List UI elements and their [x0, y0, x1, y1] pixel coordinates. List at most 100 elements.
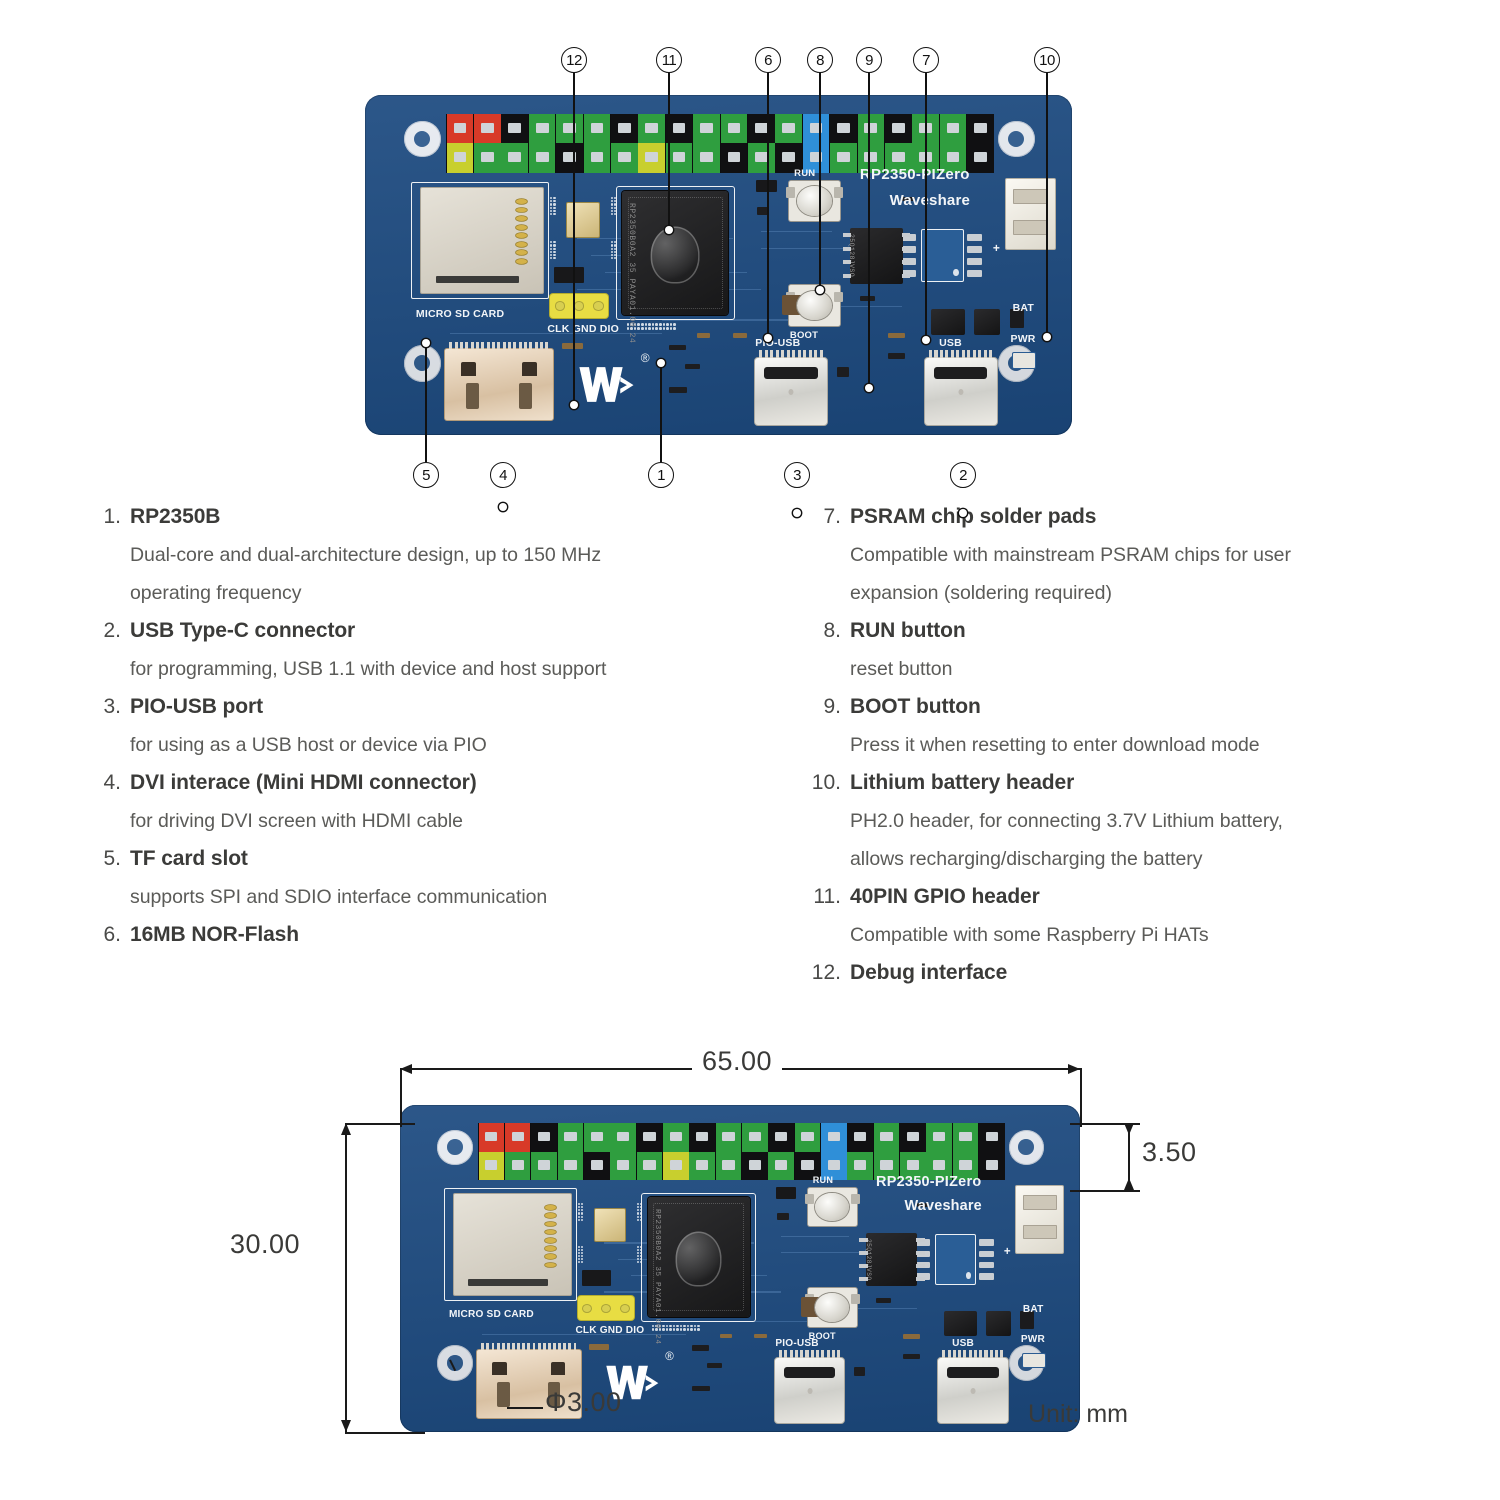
gpio-pin-top[interactable]: [747, 113, 775, 144]
gpio-pin-top[interactable]: [611, 113, 638, 144]
debug-pad[interactable]: [582, 1303, 593, 1313]
gpio-pin-top[interactable]: [900, 1122, 926, 1152]
gpio-pin-top[interactable]: [857, 113, 885, 144]
gpio-pin-bottom[interactable]: [583, 143, 611, 174]
gpio-pin-top[interactable]: [665, 113, 693, 144]
gpio-pin-column[interactable]: [504, 1122, 531, 1181]
gpio-pin-column[interactable]: [478, 1122, 505, 1181]
gpio-pin-bottom[interactable]: [794, 1151, 821, 1181]
lithium-battery-header[interactable]: [1004, 178, 1056, 250]
tf-card-slot[interactable]: [420, 186, 544, 294]
gpio-pin-bottom[interactable]: [531, 1151, 557, 1181]
gpio-pin-column[interactable]: [583, 113, 611, 174]
pio-usb-typec-connector[interactable]: [774, 1349, 846, 1424]
gpio-pin-column[interactable]: [446, 113, 474, 174]
gpio-pin-column[interactable]: [952, 1122, 979, 1181]
gpio-pin-column[interactable]: [557, 1122, 584, 1181]
gpio-pin-column[interactable]: [747, 113, 775, 174]
pio-usb-typec-connector[interactable]: [753, 349, 829, 427]
gpio-pin-column[interactable]: [638, 113, 666, 174]
gpio-pin-column[interactable]: [847, 1122, 873, 1181]
gpio-pin-top[interactable]: [478, 1122, 505, 1152]
tf-card-slot[interactable]: [453, 1193, 573, 1297]
gpio-pin-top[interactable]: [768, 1122, 794, 1152]
psram-solder-pads[interactable]: [935, 1234, 976, 1285]
debug-interface-pads[interactable]: [550, 293, 609, 319]
gpio-pin-top[interactable]: [884, 113, 912, 144]
gpio-pin-top[interactable]: [873, 1122, 900, 1152]
gpio-pin-top[interactable]: [501, 113, 529, 144]
gpio-pin-bottom[interactable]: [775, 143, 802, 174]
gpio-pin-top[interactable]: [638, 113, 666, 144]
gpio-pin-column[interactable]: [610, 1122, 636, 1181]
gpio-pin-bottom[interactable]: [528, 143, 556, 174]
run-button[interactable]: [815, 1192, 850, 1222]
gpio-pin-column[interactable]: [926, 1122, 952, 1181]
gpio-pin-bottom[interactable]: [662, 1151, 689, 1181]
gpio-pin-bottom[interactable]: [847, 1151, 873, 1181]
gpio-header-40pin[interactable]: [446, 113, 995, 174]
debug-pad[interactable]: [593, 301, 604, 311]
gpio-pin-bottom[interactable]: [952, 1151, 979, 1181]
gpio-pin-column[interactable]: [939, 113, 967, 174]
gpio-pin-column[interactable]: [715, 1122, 742, 1181]
gpio-pin-column[interactable]: [720, 113, 748, 174]
gpio-pin-bottom[interactable]: [610, 1151, 636, 1181]
gpio-pin-column[interactable]: [794, 1122, 821, 1181]
gpio-pin-column[interactable]: [768, 1122, 794, 1181]
gpio-pin-bottom[interactable]: [611, 143, 638, 174]
gpio-pin-bottom[interactable]: [857, 143, 885, 174]
gpio-pin-bottom[interactable]: [689, 1151, 715, 1181]
gpio-pin-column[interactable]: [474, 113, 501, 174]
gpio-pin-top[interactable]: [662, 1122, 689, 1152]
gpio-pin-bottom[interactable]: [884, 143, 912, 174]
gpio-pin-top[interactable]: [720, 113, 748, 144]
gpio-pin-column[interactable]: [775, 113, 802, 174]
gpio-pin-column[interactable]: [583, 1122, 610, 1181]
debug-pad[interactable]: [601, 1303, 612, 1313]
gpio-pin-bottom[interactable]: [583, 1151, 610, 1181]
gpio-pin-bottom[interactable]: [446, 143, 474, 174]
gpio-pin-bottom[interactable]: [636, 1151, 663, 1181]
usb-typec-connector[interactable]: [923, 349, 998, 427]
gpio-pin-column[interactable]: [693, 113, 720, 174]
gpio-header-40pin[interactable]: [478, 1122, 1006, 1181]
gpio-pin-top[interactable]: [821, 1122, 847, 1152]
gpio-pin-column[interactable]: [900, 1122, 926, 1181]
gpio-pin-column[interactable]: [821, 1122, 847, 1181]
gpio-pin-top[interactable]: [531, 1122, 557, 1152]
gpio-pin-top[interactable]: [693, 113, 720, 144]
boot-button[interactable]: [815, 1293, 850, 1322]
gpio-pin-top[interactable]: [636, 1122, 663, 1152]
mini-hdmi-connector[interactable]: [476, 1342, 582, 1419]
gpio-pin-column[interactable]: [857, 113, 885, 174]
gpio-pin-top[interactable]: [557, 1122, 584, 1152]
gpio-pin-top[interactable]: [847, 1122, 873, 1152]
lithium-battery-header[interactable]: [1015, 1185, 1065, 1254]
gpio-pin-column[interactable]: [742, 1122, 768, 1181]
gpio-pin-column[interactable]: [979, 1122, 1005, 1181]
debug-interface-pads[interactable]: [578, 1296, 634, 1320]
gpio-pin-top[interactable]: [802, 113, 830, 144]
gpio-pin-bottom[interactable]: [747, 143, 775, 174]
gpio-pin-column[interactable]: [665, 113, 693, 174]
gpio-pin-bottom[interactable]: [967, 143, 994, 174]
debug-pad[interactable]: [554, 301, 566, 311]
gpio-pin-bottom[interactable]: [821, 1151, 847, 1181]
gpio-pin-bottom[interactable]: [768, 1151, 794, 1181]
gpio-pin-column[interactable]: [556, 113, 583, 174]
gpio-pin-bottom[interactable]: [926, 1151, 952, 1181]
gpio-pin-top[interactable]: [939, 113, 967, 144]
psram-solder-pads[interactable]: [921, 229, 964, 282]
gpio-pin-bottom[interactable]: [693, 143, 720, 174]
gpio-pin-column[interactable]: [689, 1122, 715, 1181]
gpio-pin-bottom[interactable]: [979, 1151, 1005, 1181]
gpio-pin-top[interactable]: [556, 113, 583, 144]
gpio-pin-top[interactable]: [794, 1122, 821, 1152]
gpio-pin-bottom[interactable]: [474, 143, 501, 174]
gpio-pin-bottom[interactable]: [556, 143, 583, 174]
gpio-pin-top[interactable]: [830, 113, 857, 144]
gpio-pin-top[interactable]: [715, 1122, 742, 1152]
gpio-pin-bottom[interactable]: [900, 1151, 926, 1181]
gpio-pin-column[interactable]: [636, 1122, 663, 1181]
